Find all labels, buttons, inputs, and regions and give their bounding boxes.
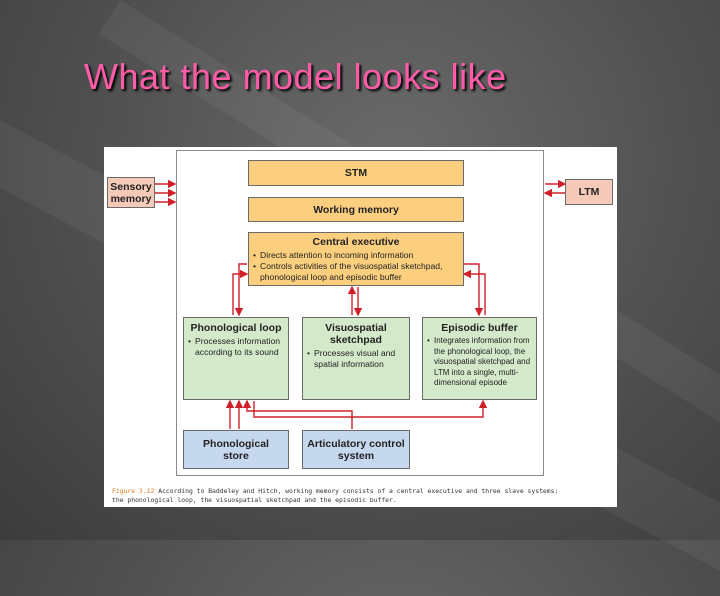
central-executive-bullet: Directs attention to incoming informatio… [253, 250, 459, 261]
arrows-layer [154, 179, 567, 429]
stm-box: STM [248, 160, 464, 186]
stm-label: STM [344, 167, 368, 179]
sensory-memory-box: Sensory memory [107, 177, 155, 208]
caption-label: Figure 3.12 [112, 487, 155, 495]
visuospatial-sketchpad-bullet: Processes visual and spatial information [307, 348, 405, 370]
central-executive-box: Central executive Directs attention to i… [248, 232, 464, 286]
articulatory-control-label: Articulatory control system [307, 438, 405, 462]
visuospatial-sketchpad-box: Visuospatial sketchpad Processes visual … [302, 317, 410, 400]
sensory-memory-label: Sensory memory [110, 181, 152, 205]
central-executive-title: Central executive [312, 236, 400, 248]
visuospatial-sketchpad-title: Visuospatial sketchpad [325, 322, 387, 346]
working-memory-box: Working memory [248, 197, 464, 222]
phonological-store-box: Phonological store [183, 430, 289, 469]
arrow-loop-to-buffer [253, 399, 488, 418]
arrow-buffer-to-ce [462, 269, 486, 315]
episodic-buffer-box: Episodic buffer Integrates information f… [422, 317, 537, 400]
central-executive-bullet: Controls activities of the visuospatial … [253, 261, 459, 283]
phonological-loop-bullet: Processes information according to its s… [188, 336, 284, 358]
phonological-store-label: Phonological store [203, 438, 269, 462]
arrow-artic-to-loop [242, 399, 353, 429]
ltm-label: LTM [578, 186, 600, 198]
figure-caption: Figure 3.12 According to Baddeley and Hi… [112, 487, 612, 505]
articulatory-control-box: Articulatory control system [302, 430, 410, 469]
episodic-buffer-title: Episodic buffer [441, 322, 518, 334]
slide-title: What the model looks like [84, 56, 507, 97]
figure: Sensory memory LTM STM Working memory Ce… [104, 147, 617, 507]
episodic-buffer-bullet: Integrates information from the phonolog… [427, 336, 532, 389]
phonological-loop-title: Phonological loop [190, 322, 282, 334]
ltm-box: LTM [565, 179, 613, 205]
arrow-loop-to-ce [232, 269, 249, 315]
arrow-ce-to-loop [234, 263, 247, 317]
caption-line-2: the phonological loop, the visuospatial … [112, 496, 397, 504]
caption-line-1: According to Baddeley and Hitch, working… [158, 487, 559, 495]
arrow-ce-to-buffer [464, 263, 484, 317]
phonological-loop-box: Phonological loop Processes information … [183, 317, 289, 400]
working-memory-label: Working memory [313, 204, 399, 216]
